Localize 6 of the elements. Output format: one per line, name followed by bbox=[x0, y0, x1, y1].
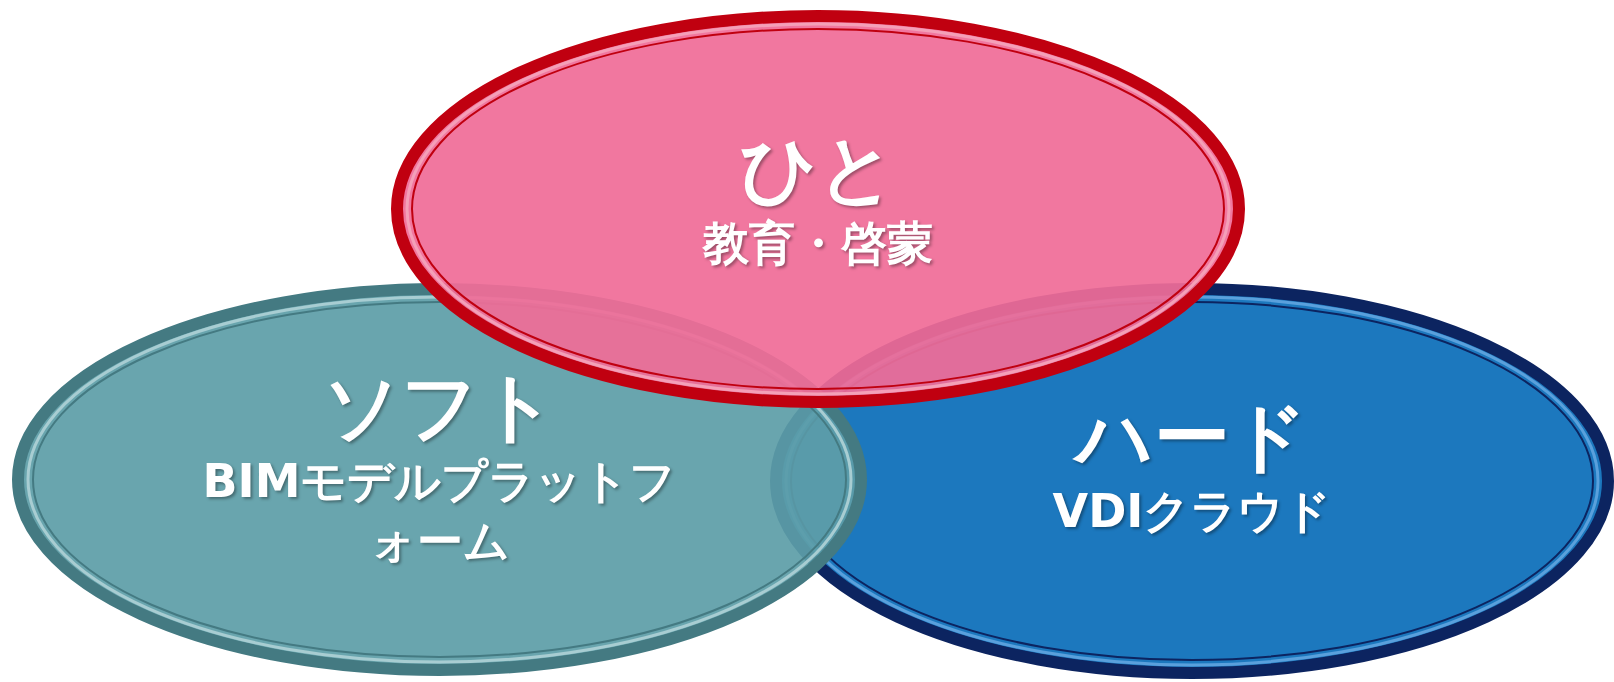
subheading: 教育・啓蒙 bbox=[703, 215, 933, 272]
subheading: BIMモデルプラットフォーム bbox=[201, 453, 678, 570]
heading: ひと bbox=[740, 125, 896, 213]
heading: ソフト bbox=[322, 363, 557, 451]
ellipse bbox=[12, 283, 867, 676]
subheading: VDIクラウド bbox=[1052, 483, 1332, 540]
